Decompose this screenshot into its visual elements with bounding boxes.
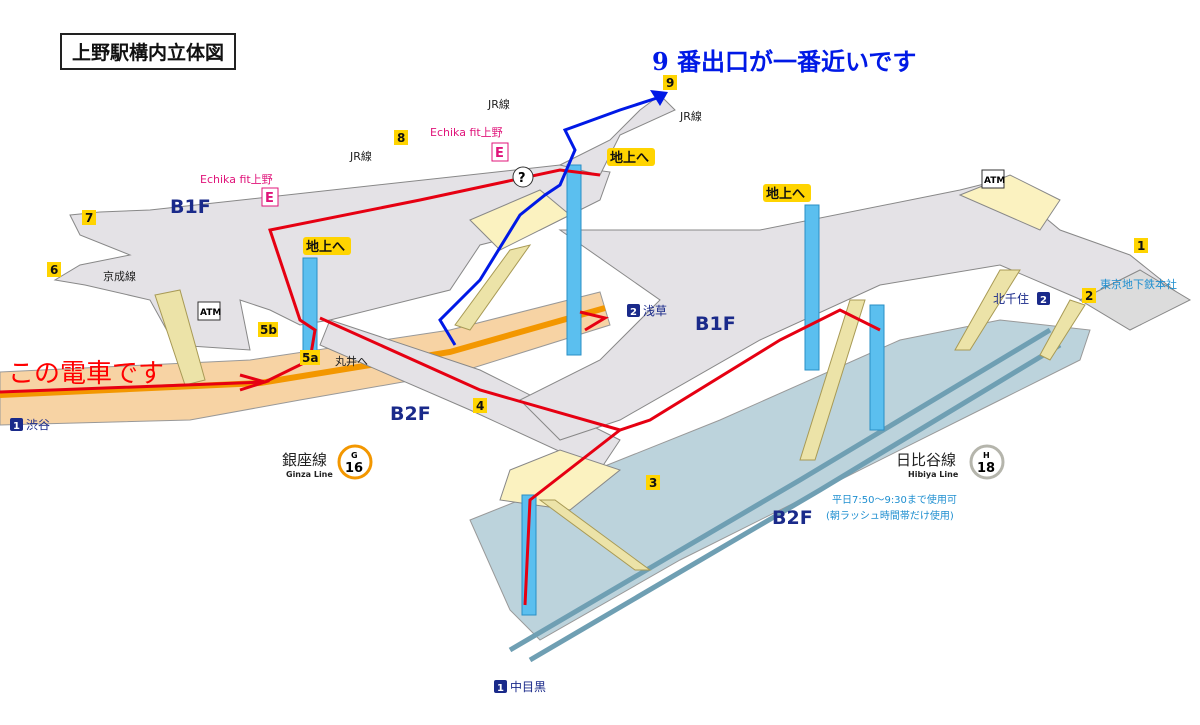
exit-7[interactable]: 7 bbox=[82, 210, 96, 225]
this-train-arrow bbox=[239, 310, 609, 392]
floor-label-hibiya-b1f: B1F bbox=[695, 313, 736, 335]
svg-text:北千住: 北千住 bbox=[993, 292, 1029, 306]
floor-label-ginza-b2f: B2F bbox=[390, 403, 431, 425]
to-ground-label-1: 地上へ bbox=[303, 237, 351, 255]
exit-6[interactable]: 6 bbox=[47, 262, 61, 277]
nearest-exit-annotation: 9 番出口が一番近いです bbox=[652, 47, 917, 76]
echika-label-1: Echika fit上野 bbox=[200, 173, 273, 186]
svg-text:中目黒: 中目黒 bbox=[510, 679, 546, 694]
svg-text:G: G bbox=[351, 451, 358, 460]
elevator-shafts bbox=[302, 164, 885, 616]
svg-text:日比谷線: 日比谷線 bbox=[896, 451, 956, 469]
jr-line-label-3: JR線 bbox=[679, 109, 702, 123]
jr-line-label-1: JR線 bbox=[349, 149, 372, 163]
marui-label: 丸井へ bbox=[335, 354, 368, 368]
svg-text:5b: 5b bbox=[260, 323, 277, 337]
direction-asakusa: 2 浅草 bbox=[627, 304, 667, 318]
route-red-c bbox=[523, 428, 621, 606]
svg-text:?: ? bbox=[518, 171, 526, 186]
ginza-line-badge: 銀座線 Ginza Line G 16 bbox=[282, 444, 373, 480]
exit-9[interactable]: 9 bbox=[663, 75, 677, 90]
direction-kitasenju: 北千住 2 bbox=[993, 292, 1050, 306]
svg-text:地上へ: 地上へ bbox=[610, 150, 649, 166]
svg-text:E: E bbox=[495, 146, 504, 161]
echika-mark-1: E bbox=[261, 187, 279, 207]
ginza-track bbox=[0, 305, 606, 398]
svg-text:1: 1 bbox=[497, 683, 504, 694]
svg-text:3: 3 bbox=[649, 476, 657, 490]
svg-text:16: 16 bbox=[345, 461, 363, 476]
exit-4[interactable]: 4 bbox=[473, 398, 487, 413]
exit9-arrowhead bbox=[650, 90, 668, 106]
svg-text:2: 2 bbox=[630, 307, 637, 318]
tokyo-metro-hq-label: 東京地下鉄本社 bbox=[1100, 277, 1177, 291]
exit-1[interactable]: 1 bbox=[1134, 238, 1148, 253]
jr-line-label-2: JR線 bbox=[487, 97, 510, 111]
stairs bbox=[154, 244, 1086, 571]
svg-text:4: 4 bbox=[476, 399, 484, 413]
svg-text:2: 2 bbox=[1040, 295, 1047, 306]
svg-text:9: 9 bbox=[666, 76, 674, 90]
svg-text:18: 18 bbox=[977, 461, 995, 476]
jr-passage bbox=[558, 94, 676, 176]
svg-text:H: H bbox=[983, 451, 990, 460]
exit-8[interactable]: 8 bbox=[394, 130, 408, 145]
exit-5a[interactable]: 5a bbox=[300, 350, 320, 365]
svg-text:Hibiya Line: Hibiya Line bbox=[908, 470, 959, 479]
to-ground-label-2: 地上へ bbox=[607, 148, 655, 166]
svg-text:8: 8 bbox=[397, 131, 405, 145]
keisei-line-label: 京成線 bbox=[103, 269, 136, 283]
route-red-b bbox=[319, 308, 881, 432]
echika-label-2: Echika fit上野 bbox=[430, 126, 503, 139]
hibiya-line-badge: 日比谷線 Hibiya Line H 18 bbox=[896, 444, 1005, 480]
this-train-annotation: この電車です bbox=[8, 359, 165, 389]
svg-text:2: 2 bbox=[1085, 289, 1093, 303]
hibiya-track-2 bbox=[528, 342, 1062, 663]
svg-text:渋谷: 渋谷 bbox=[26, 418, 50, 432]
route-blue-to-exit9 bbox=[438, 95, 661, 346]
floor-label-hibiya-b2f: B2F bbox=[772, 507, 813, 529]
escalator-note-1: 平日7:50～9:30まで使用可 bbox=[832, 493, 957, 506]
floor-label-ginza-b1f: B1F bbox=[170, 196, 211, 218]
atm-icon: ATM bbox=[981, 169, 1005, 189]
escalator-note-2: (朝ラッシュ時間帯だけ使用) bbox=[826, 509, 954, 522]
svg-text:1: 1 bbox=[1137, 239, 1145, 253]
svg-text:地上へ: 地上へ bbox=[766, 186, 805, 202]
direction-shibuya: 1 渋谷 bbox=[10, 418, 50, 432]
atm-icon: ATM bbox=[197, 301, 221, 321]
svg-text:ATM: ATM bbox=[200, 308, 221, 318]
exit-2[interactable]: 2 bbox=[1082, 288, 1096, 303]
echika-mark-2: E bbox=[491, 142, 509, 162]
exit-5b[interactable]: 5b bbox=[258, 322, 278, 337]
svg-text:浅草: 浅草 bbox=[643, 304, 667, 318]
hq-building bbox=[1078, 269, 1192, 331]
page-title: 上野駅構内立体図 bbox=[60, 33, 237, 70]
svg-text:7: 7 bbox=[85, 211, 93, 225]
exit-3[interactable]: 3 bbox=[646, 475, 660, 490]
svg-text:地上へ: 地上へ bbox=[306, 239, 345, 255]
to-ground-label-3: 地上へ bbox=[763, 184, 811, 202]
svg-text:6: 6 bbox=[50, 263, 58, 277]
svg-text:ATM: ATM bbox=[984, 176, 1005, 186]
hibiya-track-1 bbox=[508, 327, 1052, 653]
help-icon: ? bbox=[512, 166, 534, 188]
svg-text:5a: 5a bbox=[302, 351, 318, 365]
svg-text:Ginza Line: Ginza Line bbox=[286, 470, 333, 479]
svg-text:銀座線: 銀座線 bbox=[282, 451, 327, 469]
direction-nakameguro: 1 中目黒 bbox=[494, 679, 546, 694]
svg-text:1: 1 bbox=[13, 421, 20, 432]
svg-text:E: E bbox=[265, 191, 274, 206]
